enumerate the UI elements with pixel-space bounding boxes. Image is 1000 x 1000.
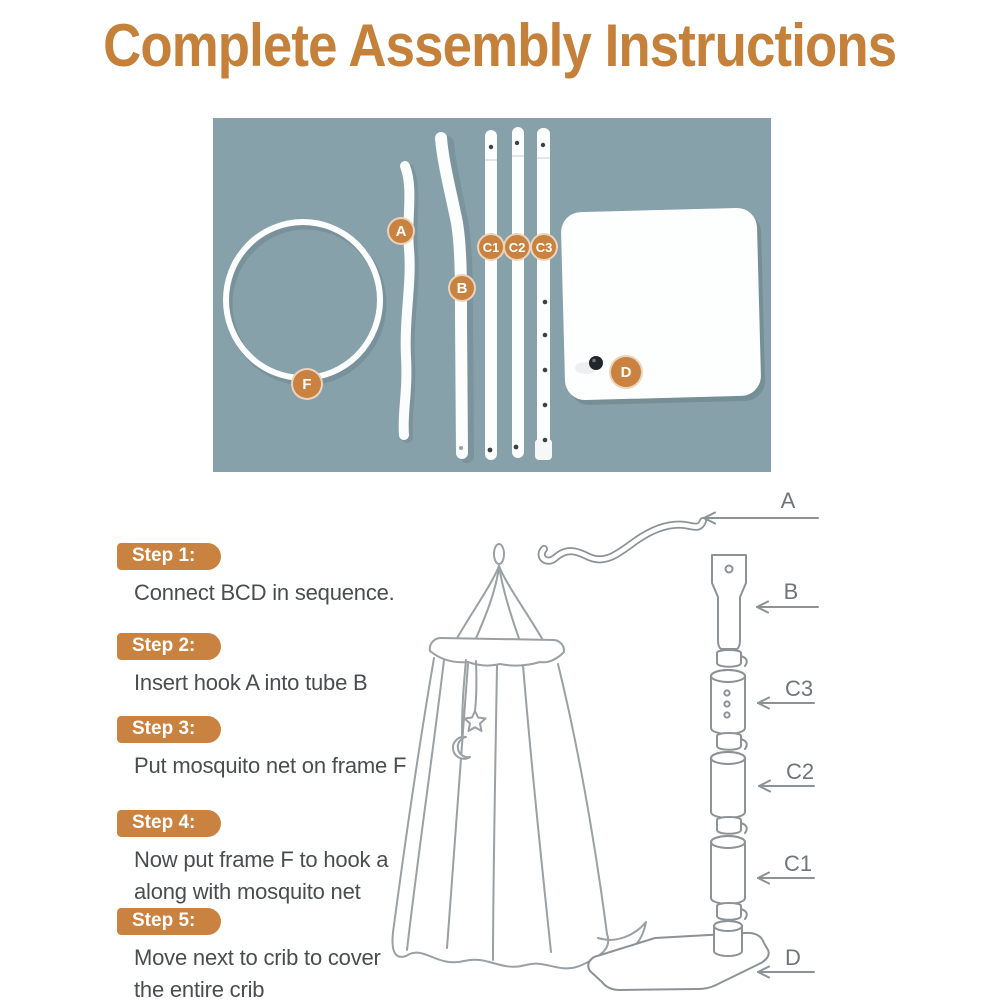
diagram-label-c2: C2 bbox=[786, 759, 814, 784]
diagram-label-d: D bbox=[785, 945, 801, 970]
base-plate-part bbox=[561, 207, 766, 405]
step-2: Step 2: Insert hook A into tube B bbox=[117, 633, 368, 699]
step-5: Step 5: Move next to crib to cover the ent… bbox=[117, 908, 381, 1000]
pointer-arrows bbox=[703, 511, 819, 979]
part-badge-c2: C2 bbox=[503, 233, 531, 261]
page-title: Complete Assembly Instructions bbox=[103, 12, 897, 79]
hook-strip-part bbox=[398, 161, 415, 440]
step-3-text: Put mosquito net on frame F bbox=[117, 750, 406, 782]
diagram-label-a: A bbox=[781, 488, 796, 513]
diagram-label-c1: C1 bbox=[784, 851, 812, 876]
diagram-label-b: B bbox=[784, 579, 799, 604]
pointer-labels: A B C3 C2 C1 D bbox=[781, 488, 814, 970]
part-badge-d: D bbox=[609, 355, 643, 389]
step-5-text: Move next to crib to cover the entire cri… bbox=[117, 942, 381, 1000]
step-text-line: Now put frame F to hook a bbox=[134, 847, 389, 872]
step-2-badge: Step 2: bbox=[117, 633, 222, 660]
step-1: Step 1: Connect BCD in sequence. bbox=[117, 543, 395, 609]
part-badge-a: A bbox=[387, 217, 415, 245]
step-4: Step 4: Now put frame F to hook a along wi… bbox=[117, 810, 388, 908]
step-2-text: Insert hook A into tube B bbox=[117, 667, 368, 699]
diagram-label-c3: C3 bbox=[785, 676, 813, 701]
step-5-badge: Step 5: bbox=[117, 908, 222, 935]
step-text-line: Insert hook A into tube B bbox=[134, 670, 368, 695]
knob bbox=[589, 356, 603, 370]
tube-c2-part bbox=[512, 127, 524, 458]
part-badge-c3: C3 bbox=[530, 233, 558, 261]
step-text-line: Connect BCD in sequence. bbox=[134, 580, 395, 605]
tube-c3-part bbox=[537, 128, 550, 460]
exploded-pole-drawing bbox=[537, 517, 770, 991]
step-4-badge: Step 4: bbox=[117, 810, 222, 837]
part-badge-b: B bbox=[448, 274, 476, 302]
step-1-text: Connect BCD in sequence. bbox=[117, 577, 395, 609]
step-text-line: along with mosquito net bbox=[134, 879, 361, 904]
step-3: Step 3: Put mosquito net on frame F bbox=[117, 716, 406, 782]
step-3-badge: Step 3: bbox=[117, 716, 222, 743]
part-badge-c1: C1 bbox=[477, 233, 505, 261]
knob-highlight bbox=[592, 358, 596, 363]
step-1-badge: Step 1: bbox=[117, 543, 222, 570]
step-text-line: Move next to crib to cover bbox=[134, 945, 381, 970]
steps-list: Step 1: Connect BCD in sequence. Step 2: In… bbox=[117, 0, 457, 1000]
step-text-line: Put mosquito net on frame F bbox=[134, 753, 407, 778]
step-text-line: the entire crib bbox=[134, 977, 265, 1000]
tube-c3-endcap bbox=[535, 439, 552, 460]
step-4-text: Now put frame F to hook a along with mosq… bbox=[117, 844, 388, 908]
tube-b-hole bbox=[459, 446, 463, 450]
tube-holes bbox=[487, 140, 548, 453]
tube-c1-part bbox=[485, 130, 497, 460]
part-badge-f: F bbox=[291, 368, 323, 400]
